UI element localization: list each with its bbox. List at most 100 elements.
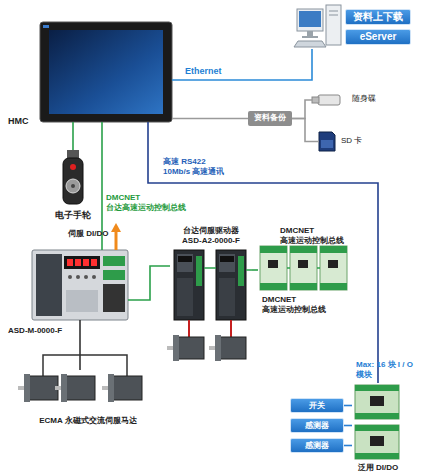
handwheel: 电子手轮 <box>60 150 86 206</box>
motor-group: ECMA 永磁式交流伺服马达 <box>18 370 158 430</box>
backup-box: 资料备份 <box>248 111 292 126</box>
sd-body <box>319 132 335 151</box>
motor-shaft <box>55 386 61 390</box>
connector-line <box>292 100 312 119</box>
connector-line <box>344 405 352 407</box>
note-label: Max: 16 块 I / O 模块 <box>356 360 420 379</box>
asd-m-drive <box>32 250 128 320</box>
input-box: 开关 <box>290 398 344 413</box>
io-terminal <box>290 283 317 290</box>
connector-line <box>172 49 312 80</box>
hmc-panel: HMC <box>40 22 172 122</box>
connector-line <box>172 118 248 120</box>
pc-base <box>302 36 318 38</box>
bus-wire <box>317 267 320 269</box>
pc-icon <box>294 5 341 47</box>
di-do-arrow <box>111 223 121 250</box>
sd-sticker <box>321 140 333 148</box>
io-chip <box>370 436 384 446</box>
node-text: 开关 <box>290 398 344 413</box>
drive-display <box>64 256 100 269</box>
io-module <box>260 246 287 290</box>
drive-case <box>216 250 246 320</box>
usb-body <box>318 95 340 105</box>
pc-screen <box>299 11 321 27</box>
handwheel-body <box>63 158 83 204</box>
io-chip <box>370 396 384 406</box>
io-terminal <box>355 413 399 419</box>
motor-flange <box>215 335 221 361</box>
connector-line <box>128 266 170 300</box>
drive-terminal <box>103 270 125 280</box>
arrow-head <box>111 223 121 232</box>
motor-flange <box>173 335 179 361</box>
motor-cable <box>188 320 190 337</box>
input-box: 感测器 <box>290 418 344 433</box>
drive-button <box>84 275 88 279</box>
drive-terminal <box>196 256 202 286</box>
hmc-bezel <box>40 22 172 122</box>
drive-terminal <box>103 256 125 266</box>
connector-line <box>72 122 74 150</box>
drive-vent <box>66 290 98 312</box>
node-text: 台达伺服驱动器 ASD-A2-0000-F <box>175 226 247 245</box>
drive-button <box>68 275 72 279</box>
drive-display <box>178 256 192 262</box>
motor-body <box>178 337 204 359</box>
node-text: ASD-M-0000-F <box>8 326 98 336</box>
motor-flange <box>24 374 30 402</box>
io-terminal <box>355 425 399 431</box>
motor-cable <box>230 320 232 337</box>
led-digit <box>83 259 89 266</box>
hmc-monitor <box>40 22 172 122</box>
drive-display <box>220 256 234 262</box>
io-terminal <box>355 385 399 391</box>
pc-neck <box>307 31 313 36</box>
connector-line <box>79 320 81 370</box>
motor-flange <box>108 374 114 402</box>
motor-cable <box>43 355 127 376</box>
handwheel-icon <box>63 150 83 204</box>
io-chip <box>328 260 338 268</box>
connector-line <box>344 425 352 427</box>
pc-station: 资料上下载eServer <box>294 3 414 49</box>
io-board <box>355 385 399 419</box>
connector-line <box>292 119 319 142</box>
node-text: 资料备份 <box>248 111 292 126</box>
pc-monitor <box>297 9 323 31</box>
node-text: DMCNET 高速运动控制总线 <box>280 226 350 245</box>
io-terminal <box>290 246 317 253</box>
node-text: 泛用 DI/DO <box>346 463 410 473</box>
node-text: 感测器 <box>290 418 344 433</box>
led-digit <box>75 259 81 266</box>
motor-flange <box>61 374 67 402</box>
motor-shaft <box>167 346 173 350</box>
connector-line <box>344 445 352 447</box>
node-text: 随身碟 <box>352 94 392 104</box>
sd-icon <box>319 132 335 151</box>
pc-drive-slot <box>329 15 338 16</box>
drive-panel <box>219 254 235 272</box>
led-digit <box>91 259 97 266</box>
node-text: ECMA 永磁式交流伺服马达 <box>18 416 158 426</box>
node-text: 感测器 <box>290 438 344 453</box>
motor-shaft <box>209 346 215 350</box>
edge-label: DMCNET 台达高速运动控制总线 <box>106 193 190 212</box>
bus-wire <box>246 269 252 271</box>
motor-body <box>112 376 142 400</box>
node-text: HMC <box>8 116 38 127</box>
led-digit <box>67 259 73 266</box>
pc-drive-slot <box>329 11 338 12</box>
drive-connector <box>103 284 125 312</box>
motor-body <box>28 376 58 400</box>
io-terminal <box>355 453 399 459</box>
io-chip <box>298 260 308 268</box>
io-boards <box>355 385 399 459</box>
drive-button <box>92 275 96 279</box>
connector-line <box>148 122 378 383</box>
a2-drives <box>167 250 252 361</box>
drive-case <box>174 250 204 320</box>
edge-label: 高速 RS422 10Mb/s 高速通讯 <box>163 157 229 176</box>
io-board: 泛用 DI/DO <box>352 383 404 463</box>
